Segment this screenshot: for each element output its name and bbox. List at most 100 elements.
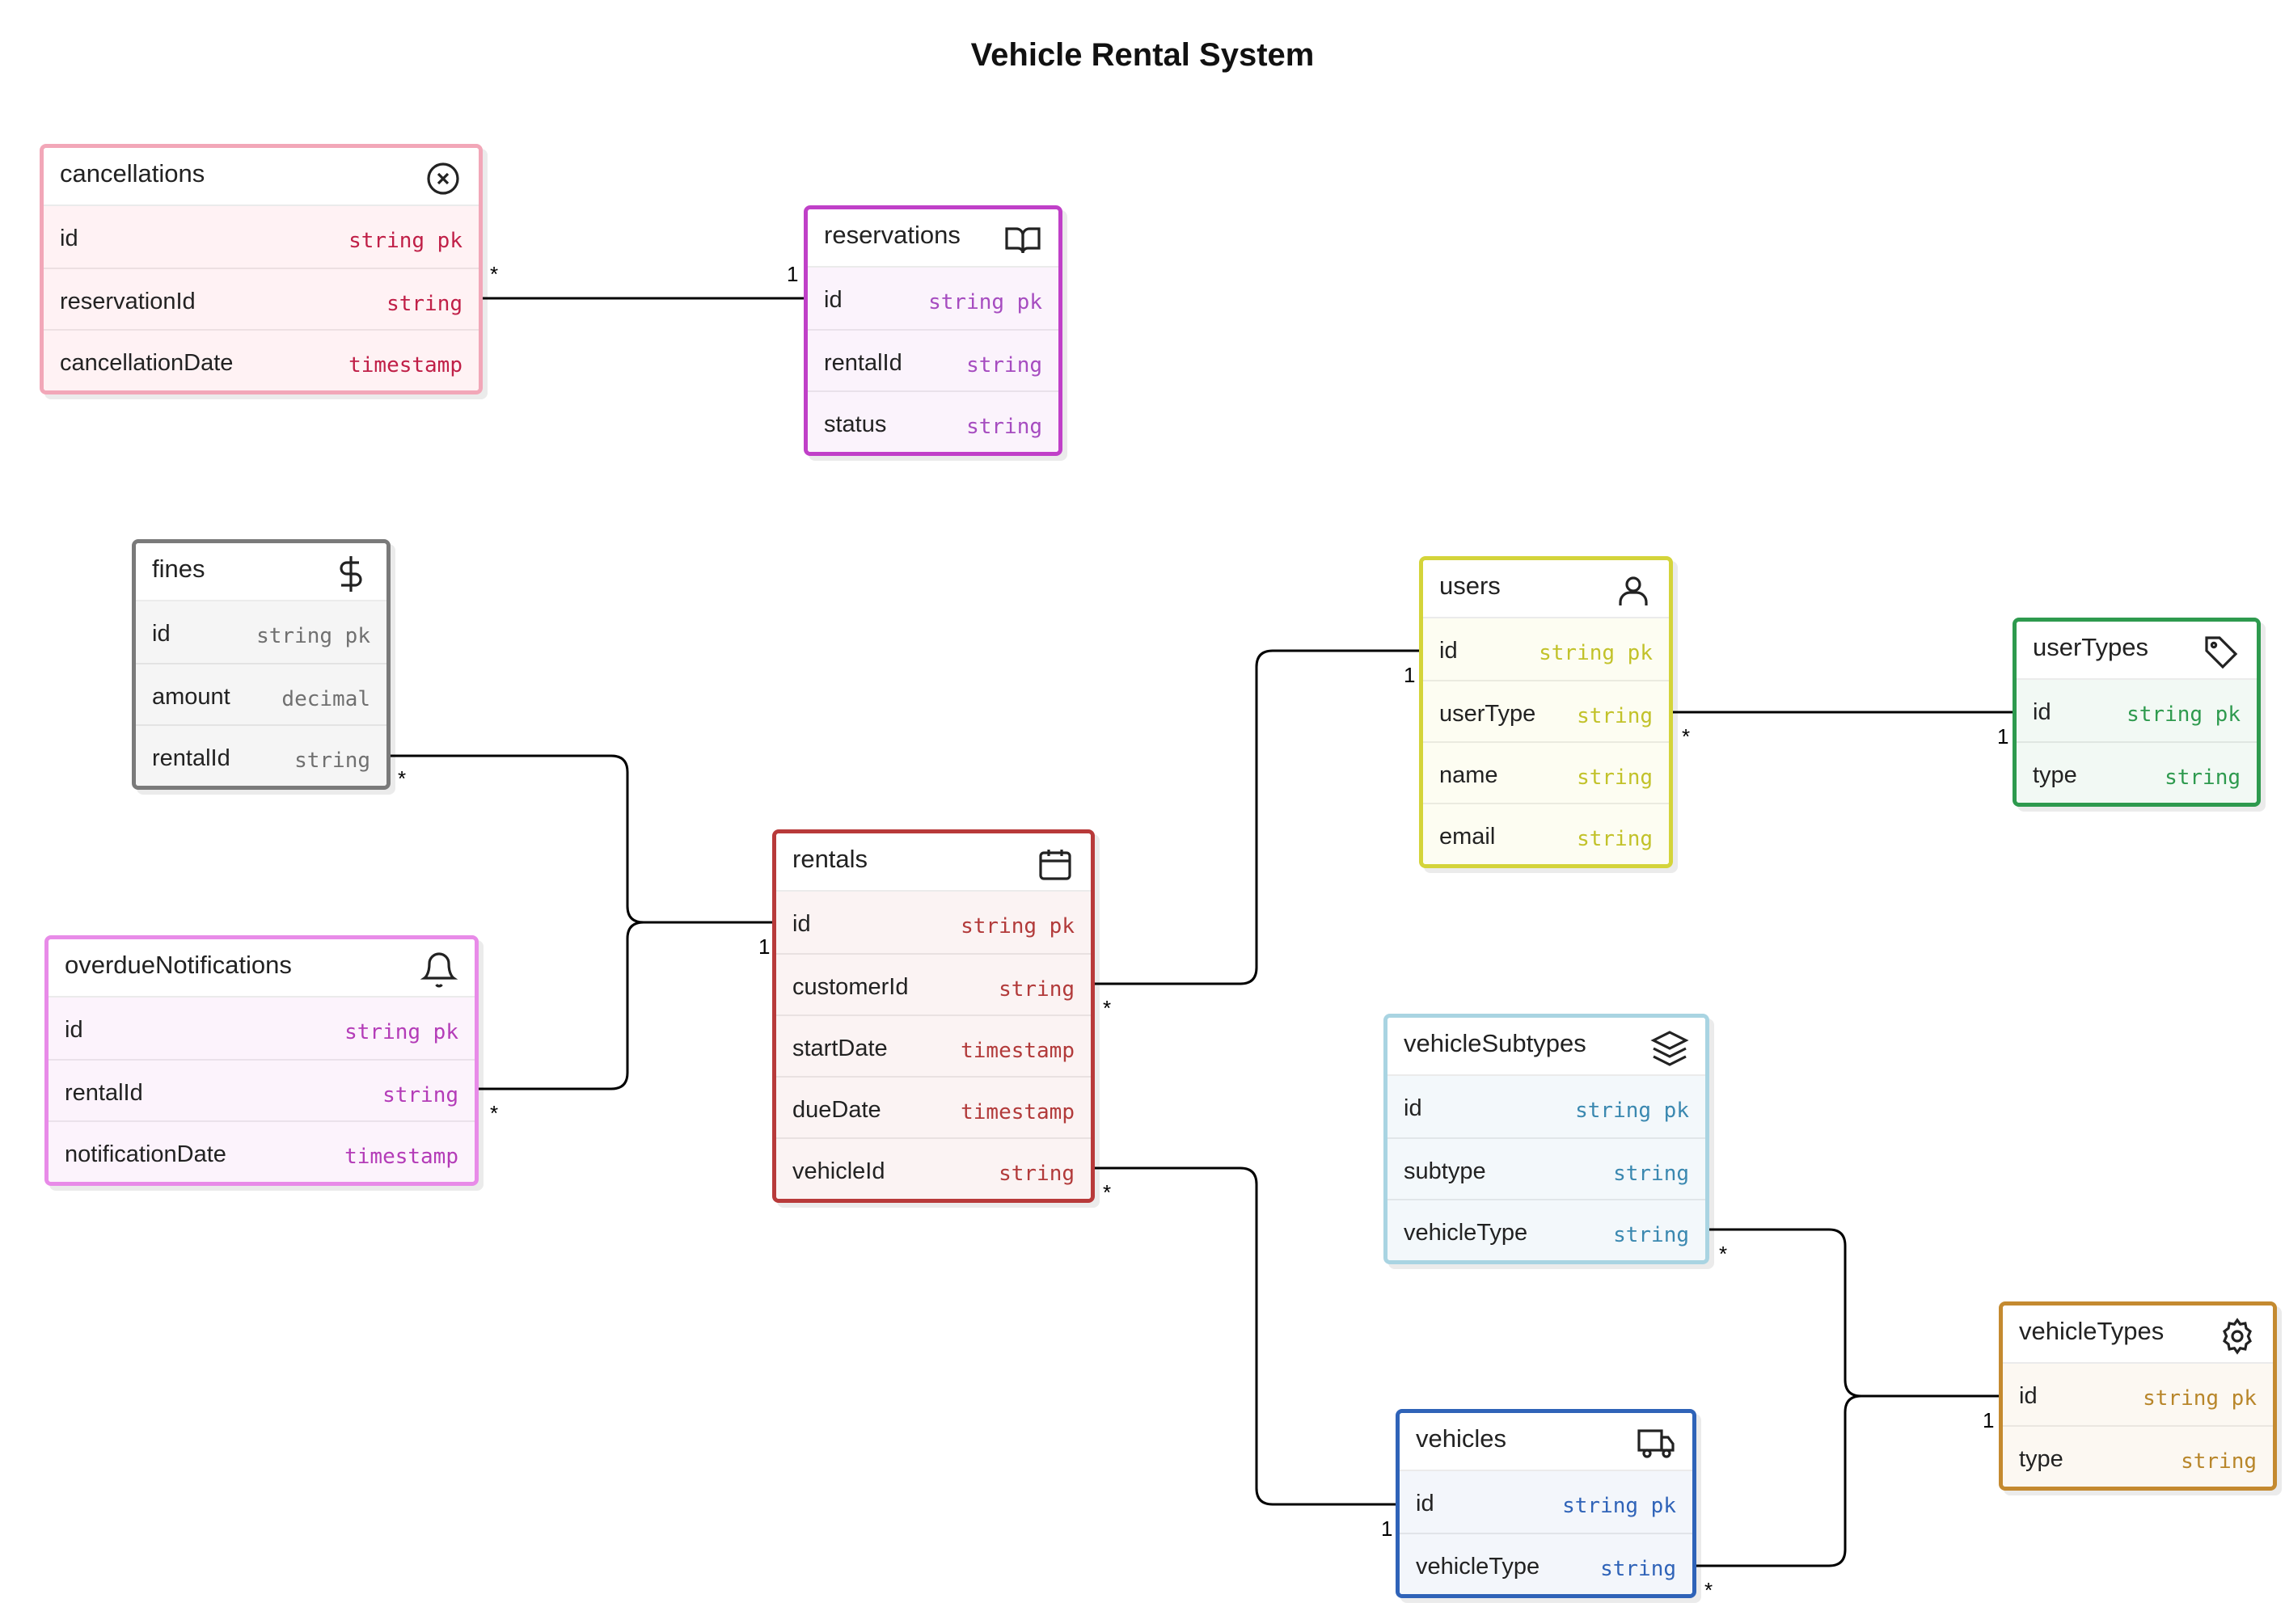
- field-name: id: [824, 287, 843, 313]
- field-type: string pk: [344, 1020, 458, 1044]
- bell-icon: [420, 951, 458, 989]
- field-name: type: [2019, 1446, 2063, 1472]
- field-type: string: [1600, 1557, 1676, 1581]
- field-name: userType: [1439, 701, 1536, 727]
- field-row[interactable]: id string pk: [44, 206, 479, 268]
- field-type: string: [999, 977, 1075, 1002]
- gear-icon: [2218, 1317, 2257, 1356]
- relation-rentals-users: [1087, 649, 1428, 985]
- cardinality-label: *: [1682, 724, 1691, 749]
- field-row[interactable]: vehicleId string: [776, 1137, 1091, 1199]
- field-name: vehicleType: [1416, 1554, 1540, 1580]
- field-name: id: [60, 226, 78, 251]
- field-type: timestamp: [961, 1039, 1075, 1063]
- field-type: string pk: [348, 229, 462, 253]
- field-name: id: [2033, 699, 2051, 725]
- entity-name: cancellations: [60, 159, 205, 188]
- field-row[interactable]: rentalId string: [136, 724, 386, 786]
- entity-name: vehicleTypes: [2019, 1317, 2165, 1345]
- entity-vehicles[interactable]: vehicles id string pk vehicleType string: [1396, 1409, 1696, 1598]
- cardinality-label: *: [1704, 1578, 1713, 1602]
- field-row[interactable]: vehicleType string: [1400, 1533, 1692, 1594]
- cardinality-label: *: [398, 766, 407, 791]
- field-type: string: [966, 415, 1042, 439]
- field-row[interactable]: id string pk: [808, 268, 1058, 329]
- field-name: vehicleType: [1404, 1220, 1528, 1246]
- field-name: vehicleId: [792, 1158, 885, 1184]
- entity-overdue-notifications[interactable]: overdueNotifications id string pk rentalI…: [44, 935, 479, 1186]
- entity-name: userTypes: [2033, 633, 2149, 661]
- field-row[interactable]: id string pk: [1400, 1471, 1692, 1533]
- field-type: string: [386, 292, 462, 316]
- field-name: id: [1404, 1095, 1422, 1121]
- field-type: string pk: [1539, 641, 1653, 665]
- field-row[interactable]: customerId string: [776, 953, 1091, 1014]
- relation-fines-rentals: [380, 754, 781, 924]
- entity-name: vehicles: [1416, 1424, 1506, 1453]
- field-name: id: [65, 1017, 83, 1043]
- field-type: string pk: [2143, 1386, 2257, 1411]
- field-type: string pk: [1562, 1494, 1676, 1518]
- field-type: decimal: [281, 687, 370, 711]
- field-row[interactable]: vehicleType string: [1387, 1199, 1705, 1260]
- field-row[interactable]: startDate timestamp: [776, 1014, 1091, 1076]
- entity-name: reservations: [824, 221, 961, 249]
- field-name: rentalId: [152, 745, 230, 771]
- field-name: customerId: [792, 974, 909, 1000]
- cardinality-label: 1: [1404, 663, 1416, 687]
- field-name: name: [1439, 762, 1498, 788]
- user-icon: [1614, 572, 1653, 610]
- relation-overdue-rentals: [469, 921, 781, 1090]
- diagram-title: Vehicle Rental System: [970, 37, 1315, 73]
- truck-icon: [1637, 1424, 1676, 1463]
- field-type: string: [1613, 1223, 1689, 1247]
- entity-name: overdueNotifications: [65, 951, 292, 979]
- field-name: id: [1416, 1491, 1434, 1516]
- cardinality-label: *: [490, 262, 499, 286]
- field-row[interactable]: id string pk: [2017, 680, 2257, 741]
- field-type: string: [1613, 1162, 1689, 1186]
- field-type: string: [294, 749, 370, 773]
- field-type: string: [999, 1162, 1075, 1186]
- field-name: rentalId: [65, 1080, 143, 1106]
- field-row[interactable]: id string pk: [49, 998, 475, 1059]
- cardinality-label: 1: [1381, 1516, 1393, 1541]
- field-type: string pk: [928, 290, 1042, 314]
- field-type: string pk: [961, 914, 1075, 939]
- cardinality-label: *: [1103, 1180, 1112, 1204]
- field-name: startDate: [792, 1036, 888, 1061]
- entity-name: vehicleSubtypes: [1404, 1029, 1586, 1057]
- cardinality-label: *: [490, 1101, 499, 1125]
- field-name: id: [2019, 1383, 2038, 1409]
- field-row[interactable]: id string pk: [2003, 1364, 2273, 1425]
- cardinality-label: *: [1719, 1242, 1728, 1266]
- field-type: string pk: [2127, 702, 2241, 727]
- book-open-icon: [1003, 221, 1042, 259]
